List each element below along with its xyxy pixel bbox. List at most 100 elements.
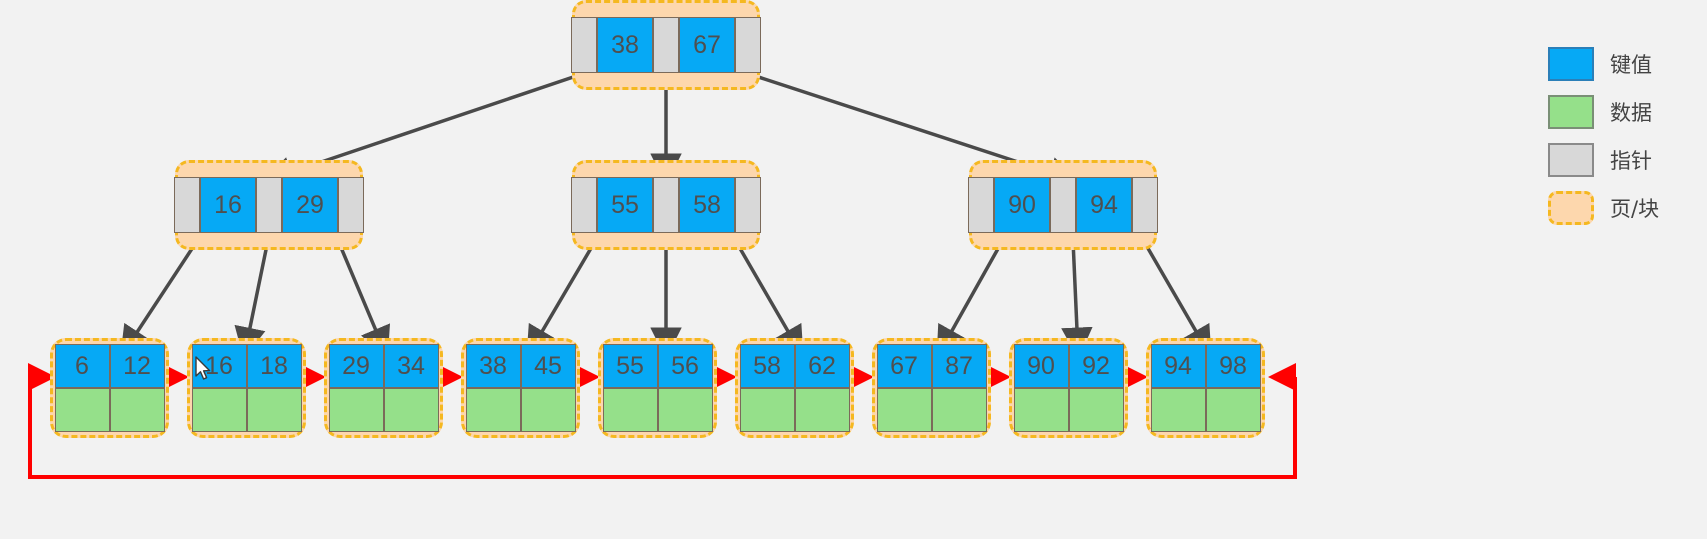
root-key-1[interactable]: 67 — [679, 17, 735, 73]
internal-node-right[interactable]: 90 94 — [968, 177, 1158, 233]
leaf-3-key-0[interactable]: 29 — [328, 344, 384, 388]
leaf-6-key-1[interactable]: 62 — [794, 344, 850, 388]
internal-middle-key-0[interactable]: 55 — [597, 177, 653, 233]
leaf-4-key-0[interactable]: 38 — [465, 344, 521, 388]
leaf-3-data-1[interactable] — [383, 388, 439, 432]
leaf-7-key-1[interactable]: 87 — [931, 344, 987, 388]
leaf-page-1[interactable]: 6 12 — [50, 338, 169, 438]
leaf-3-data-row — [328, 388, 439, 432]
internal-node-left[interactable]: 16 29 — [174, 177, 364, 233]
root-node[interactable]: 38 67 — [571, 17, 761, 73]
internal-left-pointer-0[interactable] — [174, 177, 200, 233]
leaf-7-key-0[interactable]: 67 — [876, 344, 932, 388]
leaf-node-8[interactable]: 90 92 — [1013, 344, 1124, 432]
leaf-node-2[interactable]: 16 18 — [191, 344, 302, 432]
internal-middle-key-1[interactable]: 58 — [679, 177, 735, 233]
leaf-4-key-row: 38 45 — [465, 344, 576, 388]
leaf-page-5[interactable]: 55 56 — [598, 338, 717, 438]
internal-right-pointer-2[interactable] — [1132, 177, 1158, 233]
root-pointer-1[interactable] — [653, 17, 679, 73]
leaf-page-8[interactable]: 90 92 — [1009, 338, 1128, 438]
legend-label-data: 数据 — [1610, 101, 1652, 125]
root-pointer-0[interactable] — [571, 17, 597, 73]
leaf-8-data-row — [1013, 388, 1124, 432]
leaf-5-data-0[interactable] — [602, 388, 658, 432]
leaf-node-9[interactable]: 94 98 — [1150, 344, 1261, 432]
leaf-8-key-0[interactable]: 90 — [1013, 344, 1069, 388]
leaf-7-data-0[interactable] — [876, 388, 932, 432]
internal-middle-pointer-2[interactable] — [735, 177, 761, 233]
leaf-page-4[interactable]: 38 45 — [461, 338, 580, 438]
internal-middle-pointer-1[interactable] — [653, 177, 679, 233]
internal-page-left[interactable]: 16 29 — [174, 160, 364, 250]
root-page[interactable]: 38 67 — [571, 0, 761, 90]
internal-right-pointer-1[interactable] — [1050, 177, 1076, 233]
leaf-7-key-row: 67 87 — [876, 344, 987, 388]
internal-node-middle[interactable]: 55 58 — [571, 177, 761, 233]
leaf-5-data-1[interactable] — [657, 388, 713, 432]
leaf-5-key-0[interactable]: 55 — [602, 344, 658, 388]
legend: 键值 数据 指针 页/块 — [1548, 40, 1698, 232]
leaf-page-6[interactable]: 58 62 — [735, 338, 854, 438]
internal-page-right[interactable]: 90 94 — [968, 160, 1158, 250]
leaf-6-key-row: 58 62 — [739, 344, 850, 388]
leaf-2-key-1[interactable]: 18 — [246, 344, 302, 388]
leaf-8-data-1[interactable] — [1068, 388, 1124, 432]
leaf-page-3[interactable]: 29 34 — [324, 338, 443, 438]
leaf-2-key-row: 16 18 — [191, 344, 302, 388]
leaf-node-4[interactable]: 38 45 — [465, 344, 576, 432]
root-key-0[interactable]: 38 — [597, 17, 653, 73]
leaf-5-data-row — [602, 388, 713, 432]
leaf-9-data-0[interactable] — [1150, 388, 1206, 432]
leaf-page-7[interactable]: 67 87 — [872, 338, 991, 438]
leaf-node-6[interactable]: 58 62 — [739, 344, 850, 432]
leaf-3-data-0[interactable] — [328, 388, 384, 432]
leaf-1-key-row: 6 12 — [54, 344, 165, 388]
internal-left-pointer-1[interactable] — [256, 177, 282, 233]
leaf-6-data-row — [739, 388, 850, 432]
leaf-9-key-1[interactable]: 98 — [1205, 344, 1261, 388]
internal-left-key-0[interactable]: 16 — [200, 177, 256, 233]
leaf-8-key-row: 90 92 — [1013, 344, 1124, 388]
leaf-8-key-1[interactable]: 92 — [1068, 344, 1124, 388]
leaf-1-key-1[interactable]: 12 — [109, 344, 165, 388]
leaf-page-9[interactable]: 94 98 — [1146, 338, 1265, 438]
leaf-node-5[interactable]: 55 56 — [602, 344, 713, 432]
leaf-page-2[interactable]: 16 18 — [187, 338, 306, 438]
key-swatch — [1548, 47, 1594, 81]
leaf-4-data-0[interactable] — [465, 388, 521, 432]
leaf-1-data-0[interactable] — [54, 388, 110, 432]
leaf-9-key-0[interactable]: 94 — [1150, 344, 1206, 388]
legend-item-key: 键值 — [1548, 40, 1698, 88]
leaf-node-7[interactable]: 67 87 — [876, 344, 987, 432]
legend-label-pointer: 指针 — [1610, 149, 1652, 173]
leaf-1-data-1[interactable] — [109, 388, 165, 432]
internal-right-key-0[interactable]: 90 — [994, 177, 1050, 233]
leaf-2-data-row — [191, 388, 302, 432]
leaf-4-data-1[interactable] — [520, 388, 576, 432]
leaf-3-key-1[interactable]: 34 — [383, 344, 439, 388]
internal-right-key-1[interactable]: 94 — [1076, 177, 1132, 233]
root-pointer-2[interactable] — [735, 17, 761, 73]
leaf-node-1[interactable]: 6 12 — [54, 344, 165, 432]
leaf-6-key-0[interactable]: 58 — [739, 344, 795, 388]
legend-label-key: 键值 — [1610, 53, 1652, 77]
leaf-4-key-1[interactable]: 45 — [520, 344, 576, 388]
leaf-node-3[interactable]: 29 34 — [328, 344, 439, 432]
internal-right-pointer-0[interactable] — [968, 177, 994, 233]
leaf-9-data-1[interactable] — [1205, 388, 1261, 432]
internal-left-pointer-2[interactable] — [338, 177, 364, 233]
internal-middle-pointer-0[interactable] — [571, 177, 597, 233]
leaf-2-data-0[interactable] — [191, 388, 247, 432]
leaf-1-key-0[interactable]: 6 — [54, 344, 110, 388]
leaf-5-key-1[interactable]: 56 — [657, 344, 713, 388]
leaf-2-data-1[interactable] — [246, 388, 302, 432]
leaf-8-data-0[interactable] — [1013, 388, 1069, 432]
leaf-6-data-1[interactable] — [794, 388, 850, 432]
internal-page-middle[interactable]: 55 58 — [571, 160, 761, 250]
leaf-6-data-0[interactable] — [739, 388, 795, 432]
internal-left-key-1[interactable]: 29 — [282, 177, 338, 233]
leaf-7-data-1[interactable] — [931, 388, 987, 432]
